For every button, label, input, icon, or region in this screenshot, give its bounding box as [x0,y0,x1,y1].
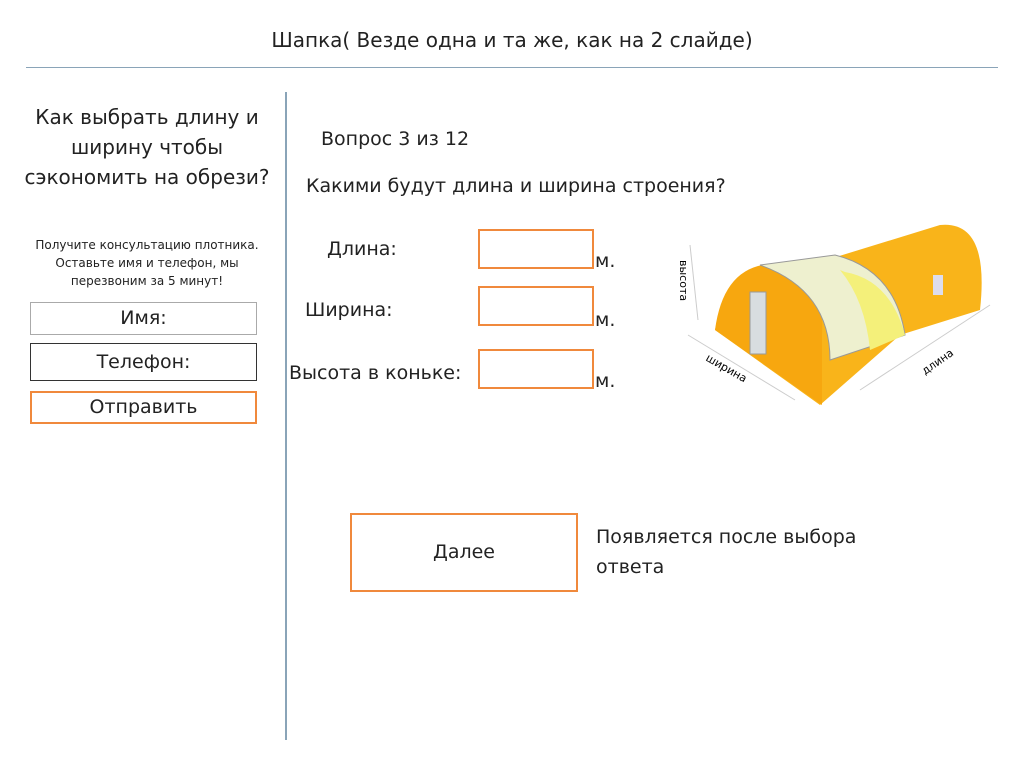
length-label: Длина: [327,238,397,260]
question-text: Какими будут длина и ширина строения? [306,175,726,197]
phone-input[interactable]: Телефон: [30,343,257,381]
sidebar-subtitle: Получите консультацию плотника. Оставьте… [35,238,259,288]
sidebar-divider [285,92,287,740]
question-progress: Вопрос 3 из 12 [321,128,470,150]
ridge-height-input[interactable] [478,349,594,389]
submit-button[interactable]: Отправить [30,391,257,424]
length-input[interactable] [478,229,594,269]
length-dimension-label: длина [919,346,956,377]
header-divider [26,67,998,68]
width-input[interactable] [478,286,594,326]
sidebar-title: Как выбрать длину и ширину чтобы сэконом… [24,105,270,189]
name-input[interactable]: Имя: [30,302,257,335]
width-label: Ширина: [305,299,393,321]
width-unit: м. [595,309,616,331]
page-header: Шапка( Везде одна и та же, как на 2 слай… [271,28,753,52]
ridge-height-unit: м. [595,370,616,392]
greenhouse-illustration: высота ширина длина [677,224,991,405]
next-button[interactable]: Далее [350,513,578,592]
next-button-note: Появляется после выбора ответа [596,526,857,578]
height-dimension-label: высота [677,260,690,301]
ridge-height-label: Высота в коньке: [289,362,462,384]
length-unit: м. [595,250,616,272]
